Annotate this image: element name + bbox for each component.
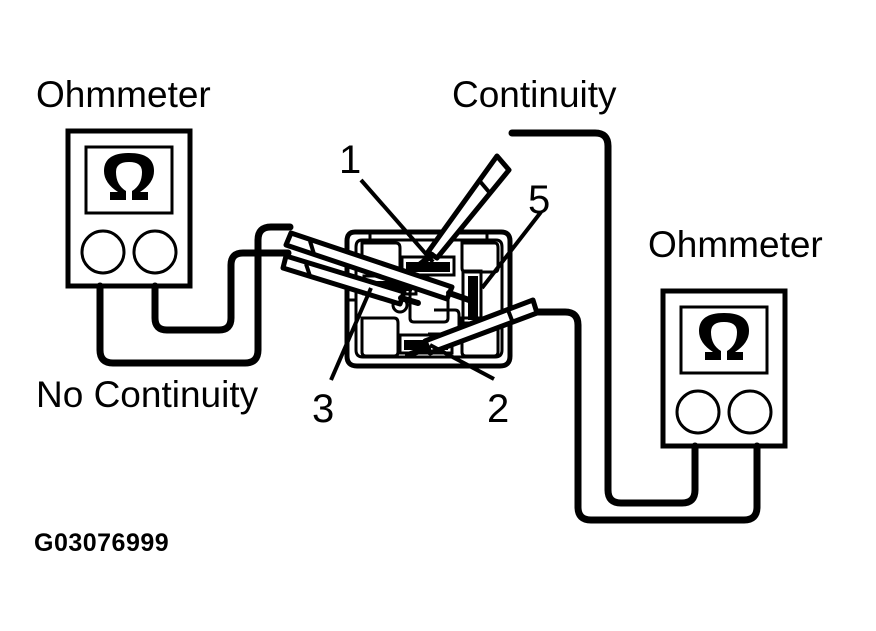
wire-left-meter-lead-a	[96, 223, 294, 367]
wire-left-meter-lead-b	[151, 249, 292, 334]
left-ohmmeter	[65, 128, 193, 289]
omega-symbol-right	[699, 313, 749, 360]
left-ohmmeter-title: Ohmmeter	[36, 74, 211, 115]
terminal-slot-5	[468, 276, 478, 320]
omega-symbol-left	[104, 153, 154, 200]
no-continuity-label: No Continuity	[36, 374, 259, 415]
wire-right-meter-lead-a	[508, 129, 699, 507]
probe-terminal-2	[405, 297, 540, 358]
continuity-label: Continuity	[452, 74, 617, 115]
leader-line-5	[480, 210, 543, 290]
right-ohmmeter	[660, 288, 788, 449]
probe-terminal-1	[415, 153, 512, 269]
callout-label-1: 1	[339, 138, 362, 182]
probe-terminal-3-upper	[283, 230, 472, 303]
right-ohmmeter-title: Ohmmeter	[648, 224, 823, 265]
wire-right-meter-lead-b	[527, 308, 761, 524]
terminal-slot-1	[406, 262, 450, 272]
probe-terminal-3-lower	[280, 253, 421, 307]
leader-line-3	[329, 287, 373, 381]
callout-label-5: 5	[528, 178, 551, 222]
leader-line-1	[359, 178, 435, 264]
callout-label-2: 2	[487, 387, 510, 431]
leader-line-2	[429, 343, 495, 381]
callout-label-3: 3	[312, 387, 335, 431]
figure-code: G03076999	[34, 529, 170, 557]
